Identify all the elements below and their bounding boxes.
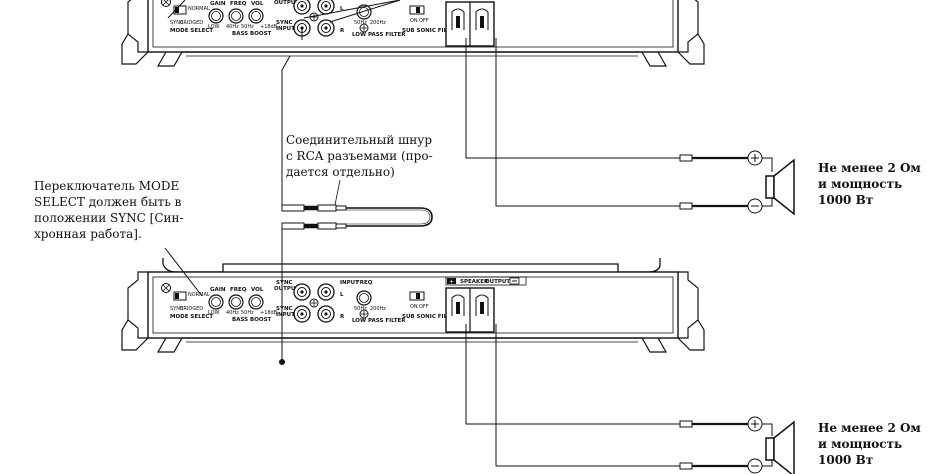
amplifier-bottom: [121, 257, 705, 353]
speaker-spec-line: Не менее 2 Ом: [818, 161, 921, 175]
cable-note: Соединительный шнур с RCA разъемами (про…: [286, 132, 456, 180]
rca-cable: [279, 28, 433, 365]
switch-leader: [164, 247, 203, 297]
speaker-spec-bottom: Не менее 2 Ом и мощность 1000 Вт: [818, 420, 923, 468]
leader-line: [167, 0, 186, 19]
speaker-wires-bottom: [465, 324, 773, 470]
mode-switch-note-line: SELECT должен быть в: [34, 195, 182, 209]
speaker-wires-top: [465, 38, 773, 210]
cable-note-line: дается отдельно): [286, 165, 395, 179]
cable-note-line: с RCA разъемами (про-: [286, 149, 433, 163]
speaker-spec-line: 1000 Вт: [818, 193, 874, 207]
mode-switch-note: Переключатель MODE SELECT должен быть в …: [34, 178, 214, 242]
leader-line: [329, 0, 401, 23]
minus-terminal-icon: [747, 198, 763, 214]
speaker-spec-line: 1000 Вт: [818, 453, 874, 467]
leader-line: [303, 0, 401, 19]
amplifier-top: [121, 0, 705, 67]
speaker-spec-line: Не менее 2 Ом: [818, 421, 921, 435]
speaker-spec-line: и мощность: [818, 177, 903, 191]
cable-note-line: Соединительный шнур: [286, 133, 433, 147]
mode-switch-note-line: положении SYNC [Син-: [34, 211, 184, 225]
speaker-spec-line: и мощность: [818, 437, 903, 451]
plus-terminal-icon: [747, 150, 763, 166]
minus-terminal-icon: [747, 458, 763, 474]
mode-switch-note-line: Переключатель MODE: [34, 179, 180, 193]
mode-switch-note-line: хронная работа].: [34, 227, 142, 241]
plus-terminal-icon: [747, 416, 763, 432]
speaker-spec-top: Не менее 2 Ом и мощность 1000 Вт: [818, 160, 923, 208]
cable-leader: [334, 179, 341, 206]
